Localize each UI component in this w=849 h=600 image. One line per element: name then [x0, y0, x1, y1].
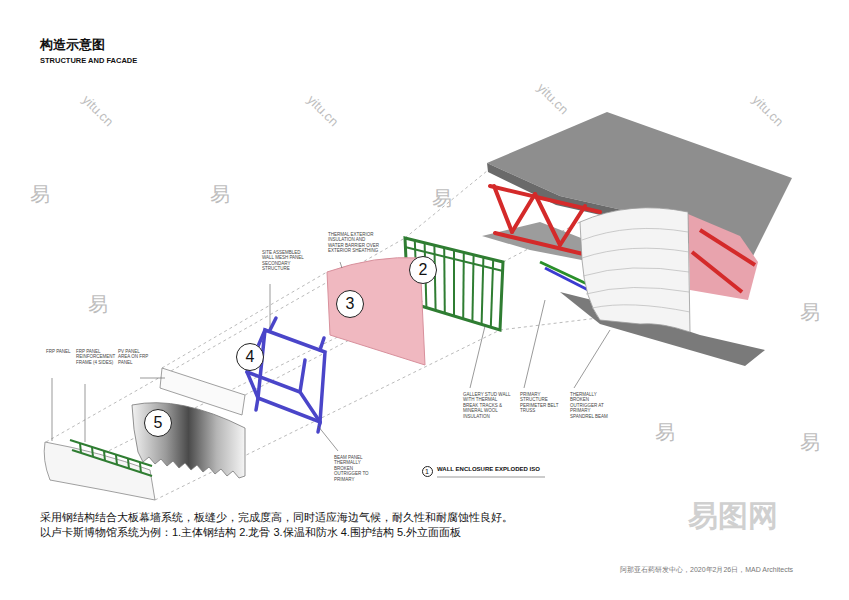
leader-lines — [52, 262, 610, 477]
watermark: yitu.cn — [304, 92, 342, 130]
annotation: PRIMARY STRUCTURE PERIMETER BELT TRUSS — [520, 392, 560, 414]
callout-number: 1 — [425, 468, 429, 475]
watermark: 易 — [88, 292, 108, 316]
watermark: 易 — [210, 182, 230, 206]
reinforcement-frame — [70, 440, 152, 476]
watermark: 易 — [800, 430, 820, 454]
watermark: 易 — [800, 300, 820, 324]
annotation: THERMAL EXTERIOR INSULATION AND WATER BA… — [328, 232, 380, 254]
subtitle: STRUCTURE AND FACADE — [40, 56, 137, 65]
callout-circle: 5 — [144, 409, 172, 437]
callout-number: 3 — [346, 296, 355, 312]
guide-lines — [46, 171, 598, 500]
callout-number: 2 — [419, 262, 428, 278]
view-title: WALL ENCLOSURE EXPLODED ISO — [437, 466, 540, 473]
footer-credit: 阿那亚石药研发中心，2020年2月26日，MAD Architects — [620, 566, 793, 574]
diagram-title: 构造示意图 — [40, 37, 105, 53]
building — [482, 112, 792, 366]
callout-number: 5 — [154, 415, 163, 431]
facade-panel — [132, 403, 245, 478]
annotation: GALLERY STUD WALL WITH THERMAL BREAK TRA… — [463, 392, 513, 419]
caption: 采用钢结构结合大板幕墙系统，板缝少，完成度高，同时适应海边气候，耐久性和耐腐蚀性… — [40, 510, 520, 541]
frp-panel — [44, 442, 155, 500]
callout-number: 4 — [246, 349, 255, 365]
callout-circle: 1 — [422, 466, 433, 477]
callout-circle: 3 — [336, 290, 364, 318]
watermark: 易 — [432, 186, 452, 210]
watermark: yitu.cn — [534, 80, 572, 118]
enclosure-frame — [247, 318, 325, 432]
annotation: FRP PANEL — [46, 349, 72, 354]
watermark: yitu.cn — [79, 92, 117, 130]
watermark: yitu.cn — [749, 92, 787, 130]
callout-circle: 4 — [236, 343, 264, 371]
watermark: 易 — [30, 182, 50, 206]
annotation: FRP PANEL REINFORCEMENT FRAME (4 SIDES) — [76, 349, 114, 365]
annotation: PV PANEL AREA ON FRP PANEL — [118, 349, 152, 365]
callout-circle: 2 — [409, 256, 437, 284]
annotation: BEAM PANEL THERMALLY BROKEN OUTRIGGER TO… — [334, 455, 374, 482]
annotation: THERMALLY BROKEN OUTRIGGER AT PRIMARY SP… — [570, 392, 614, 419]
watermark: 易图网 — [688, 498, 778, 534]
watermark: 易 — [655, 420, 675, 444]
annotation: SITE ASSEMBLED WALL MESH PANEL SECONDARY… — [262, 250, 304, 272]
